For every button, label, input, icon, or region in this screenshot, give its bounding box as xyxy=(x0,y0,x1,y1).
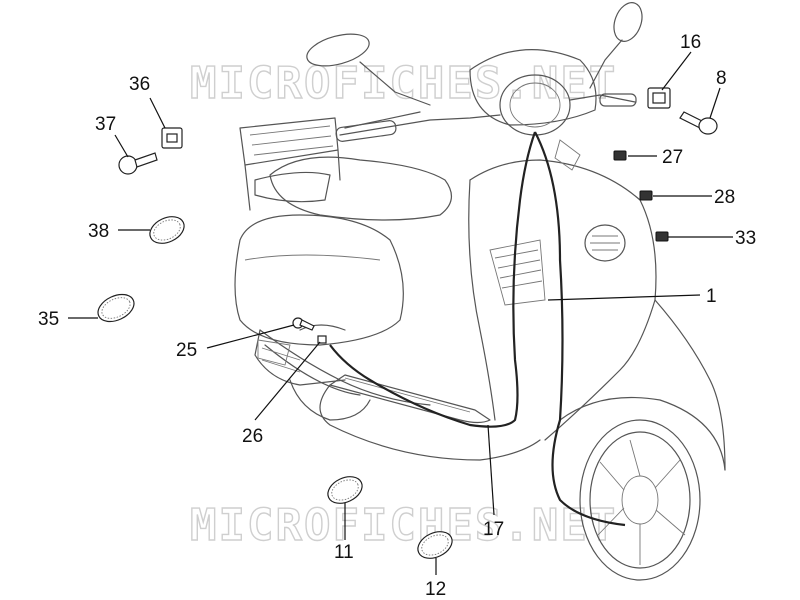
callout-25: 25 xyxy=(176,340,197,361)
cable-band-12 xyxy=(417,531,453,559)
clip-33 xyxy=(655,231,669,242)
cable-band-11 xyxy=(327,476,363,504)
screw-37 xyxy=(118,152,158,175)
clip-nut-36 xyxy=(161,127,183,149)
clip-27 xyxy=(613,150,627,161)
screw-8 xyxy=(679,111,718,135)
screw-25 xyxy=(292,317,315,331)
watermark-top: MICROFICHES.NET xyxy=(190,58,617,109)
clip-28 xyxy=(639,190,653,201)
callout-11: 11 xyxy=(334,542,354,563)
callout-26: 26 xyxy=(242,426,263,447)
cable-band-38 xyxy=(149,216,185,244)
callout-1: 1 xyxy=(706,286,717,307)
callout-36: 36 xyxy=(129,74,150,95)
speedometer-cable xyxy=(329,131,537,428)
front-cable xyxy=(534,131,626,527)
callout-35: 35 xyxy=(38,309,59,330)
callout-33: 33 xyxy=(735,228,756,249)
callout-38: 38 xyxy=(88,221,109,242)
callout-37: 37 xyxy=(95,114,116,135)
callout-28: 28 xyxy=(714,187,735,208)
cable-band-35 xyxy=(97,293,135,323)
leader-lines xyxy=(68,51,733,575)
callout-12: 12 xyxy=(425,579,446,600)
callout-17: 17 xyxy=(483,519,504,540)
watermark-bottom: MICROFICHES.NET xyxy=(190,500,617,551)
callout-16: 16 xyxy=(680,32,701,53)
clip-nut-16 xyxy=(647,87,671,109)
callout-8: 8 xyxy=(716,68,727,89)
callout-27: 27 xyxy=(662,147,683,168)
scooter-outline xyxy=(234,2,726,581)
clip-26 xyxy=(317,335,327,344)
